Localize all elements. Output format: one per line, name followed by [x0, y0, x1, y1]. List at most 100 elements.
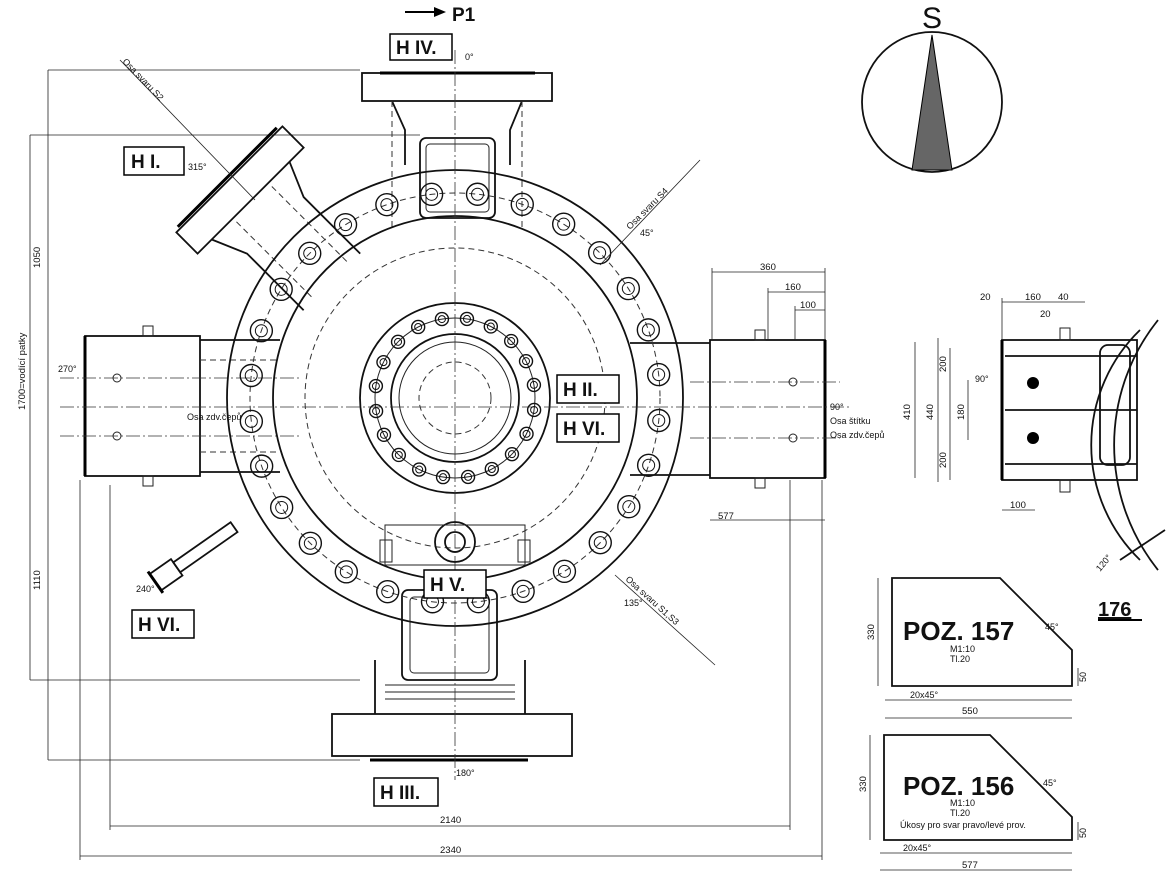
outer-bolt-hole [255, 459, 269, 473]
axis-note-line1: 90° [830, 402, 844, 412]
inner-bolt [411, 462, 427, 477]
inner-bolt-hole [486, 322, 495, 331]
weld-axis-s2: Osa svaru S2 [121, 56, 166, 102]
outer-bolt-hole [557, 217, 571, 231]
plate-157-height: 330 [866, 624, 877, 640]
outer-bolt [249, 319, 274, 343]
inner-bolt [391, 447, 407, 463]
outer-bolt-hole [380, 198, 394, 212]
angle-315: 315° [188, 162, 207, 172]
right-pipe [630, 329, 840, 489]
inner-bolt [390, 334, 406, 350]
outer-bolt-ring [239, 182, 671, 614]
direction-arrow [405, 7, 446, 17]
outer-bolt-hole [471, 187, 485, 201]
inner-bolt-hole [487, 465, 496, 474]
svg-text:H V.: H V. [430, 575, 465, 596]
inner-bolt-hole [464, 472, 473, 481]
outer-bolt [298, 531, 323, 555]
plate-156-scale: M1:10 [950, 798, 975, 808]
outer-bolt [333, 212, 358, 237]
inner-bolt-hole [530, 405, 539, 414]
plate-157-width: 550 [962, 706, 978, 717]
angle-180: 180° [456, 768, 475, 778]
outer-bolt [617, 494, 641, 519]
plate-157-thickness: Tl.20 [950, 654, 970, 664]
inner-bolt [368, 403, 384, 419]
inner-bolt [459, 311, 475, 327]
dim-r200b: 200 [938, 452, 949, 468]
dim-r40: 40 [1058, 292, 1069, 303]
angle-r90: 90° [975, 374, 989, 384]
outer-bolt [647, 408, 671, 433]
plate-156-width: 577 [962, 860, 978, 871]
outer-bolt [587, 241, 612, 265]
outer-bolt [551, 212, 576, 236]
outer-bolt-hole [425, 187, 439, 201]
plate-156-edge: 50 [1078, 828, 1088, 838]
dim-r20b: 20 [1040, 309, 1051, 320]
inner-bolt-hole [414, 322, 423, 331]
outer-bolt-hole [254, 324, 268, 338]
plate-157-edge: 50 [1078, 672, 1088, 682]
compass-label: S [922, 2, 942, 35]
inner-bolt [368, 378, 384, 394]
dim-r180: 180 [956, 404, 967, 420]
dim-r200a: 200 [938, 356, 949, 372]
dim-2340: 2340 [440, 845, 461, 856]
inner-bolt [410, 319, 426, 335]
label-box-h2: H II. [556, 374, 620, 404]
right-dimensions [710, 268, 939, 521]
outer-bolt [298, 241, 322, 266]
dim-r160: 160 [1025, 292, 1041, 303]
outer-bolt [334, 560, 359, 584]
label-box-h6-left: H VI. [131, 609, 195, 639]
inner-bolt [526, 377, 542, 393]
dim-360: 360 [760, 262, 776, 273]
outer-bolt [269, 277, 293, 302]
inner-bolt-hole [372, 407, 381, 416]
dim-410: 410 [902, 404, 913, 420]
outer-bolt-hole [515, 197, 529, 211]
outer-bolt-hole [652, 414, 666, 428]
h5-detail [379, 521, 531, 566]
outer-bolt-hole [339, 218, 353, 232]
outer-bolt-hole [621, 282, 635, 296]
inner-bolt-hole [439, 473, 448, 482]
dim-1050: 1050 [32, 247, 43, 268]
dim-100: 100 [800, 300, 816, 311]
axis-note-line3: Osa zdv.čepů [830, 430, 884, 440]
outer-bolt-hole [642, 458, 656, 472]
dim-577: 577 [718, 511, 734, 522]
inner-bolt-ring [368, 311, 542, 485]
plate-157-bevel: 20x45° [910, 690, 939, 700]
dim-1110: 1110 [32, 570, 43, 590]
plate-157-angle: 45° [1045, 622, 1059, 632]
outer-bolt [588, 530, 612, 555]
inner-bolt [483, 319, 499, 334]
outer-bolt-hole [274, 282, 288, 296]
dim-r100: 100 [1010, 500, 1026, 511]
svg-text:H I.: H I. [131, 152, 161, 173]
inner-bolt [526, 402, 542, 418]
inner-bolt [434, 311, 450, 327]
inner-bolt [460, 469, 476, 485]
inner-bolt [435, 469, 451, 485]
outer-bolt-hole [593, 246, 607, 260]
inner-bolt-hole [507, 337, 516, 346]
outer-bolt [552, 559, 577, 584]
detail-number: 176 [1098, 599, 1131, 621]
outer-bolt-hole [244, 368, 258, 382]
inner-bolt [376, 354, 391, 370]
plate-157 [877, 577, 1079, 719]
outer-bolt [646, 362, 671, 387]
outer-bolt-hole [641, 323, 655, 337]
weld-axis-s4: Osa svaru S4 [624, 186, 670, 232]
dim-160: 160 [785, 282, 801, 293]
compass [861, 31, 1003, 173]
dim-440: 440 [925, 404, 936, 420]
main-body [60, 50, 850, 780]
outer-bolt [511, 579, 535, 604]
